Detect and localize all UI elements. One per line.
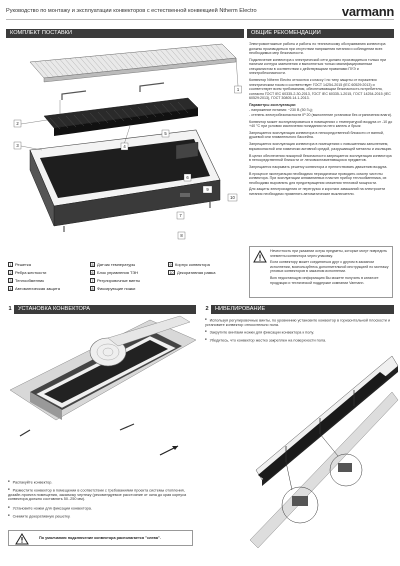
grille-illustration — [29, 43, 237, 83]
callout-5: 5 — [164, 131, 167, 136]
document-title: Руководство по монтажу и эксплуатации ко… — [6, 8, 257, 14]
warning-text-2: Если конвектору может соединяться друг с… — [270, 260, 389, 274]
callout-9: 9 — [206, 187, 209, 192]
warning-text-1: Нечестность при указании остры предметы,… — [270, 249, 387, 258]
callout-7: 7 — [179, 213, 182, 218]
callout-3: 3 — [16, 143, 19, 148]
callout-1: 1 — [236, 87, 240, 92]
install-step: Установите ножки для фиксации конвектора… — [8, 506, 92, 511]
section-kit-bar: КОМПЛЕКТ ПОСТАВКИ — [6, 29, 244, 38]
info-icon — [15, 533, 29, 545]
stiffener-ribs-illustration — [61, 82, 165, 100]
section-leveling-number: 2 — [203, 305, 211, 314]
callout-4: 4 — [123, 144, 126, 149]
section-leveling-bar: 2 НИВЕЛИРОВАНИЕ — [203, 305, 394, 314]
note-text: По умолчанию подключение конвектора расп… — [39, 536, 161, 540]
convector-housing-illustration — [29, 129, 221, 232]
section-general-bar: ОБЩИЕ РЕКОМЕНДАЦИИ — [247, 29, 394, 38]
callout-10: 10 — [230, 195, 235, 200]
warning-text-3: Всю недостающую информацию Вы можете пол… — [270, 276, 379, 285]
note-box: По умолчанию подключение конвектора расп… — [8, 530, 193, 546]
install-step: Снимите декоративную решетку. — [8, 514, 71, 519]
section-kit-title: КОМПЛЕКТ ПОСТАВКИ — [10, 30, 73, 36]
warning-box: Нечестность при указании остры предметы,… — [249, 246, 393, 298]
callout-2: 2 — [16, 121, 19, 126]
leveling-step: Закрутите винтами ножки для фиксации кон… — [205, 330, 314, 335]
leveling-steps: Используя регулировочные винты, по уровн… — [203, 318, 393, 358]
warning-icon — [253, 249, 267, 263]
callout-8: 8 — [180, 233, 183, 238]
install-steps: Распакуйте конвектор. Разместите конвект… — [8, 480, 198, 528]
callout-6: 6 — [186, 175, 189, 180]
section-install-title: УСТАНОВКА КОНВЕКТОРА — [18, 306, 90, 312]
install-step: Распакуйте конвектор. — [8, 480, 53, 485]
section-leveling-title: НИВЕЛИРОВАНИЕ — [215, 306, 266, 312]
section-install-number: 1 — [6, 305, 14, 314]
section-install-bar: 1 УСТАНОВКА КОНВЕКТОРА — [6, 305, 196, 314]
brand-logo: varmann — [341, 4, 394, 19]
general-recommendations-text: Электромонтажные работы и работы по техн… — [249, 42, 393, 196]
leveling-step: Используя регулировочные винты, по уровн… — [205, 318, 391, 327]
install-step: Разместите конвектор в помещении в соотв… — [8, 488, 196, 502]
section-general-title: ОБЩИЕ РЕКОМЕНДАЦИИ — [251, 30, 321, 36]
heat-exchanger-illustration — [43, 97, 199, 136]
leveling-step: Убедитесь, что конвектор жестко закрепле… — [205, 338, 327, 343]
page-header: Руководство по монтажу и эксплуатации ко… — [6, 4, 394, 20]
